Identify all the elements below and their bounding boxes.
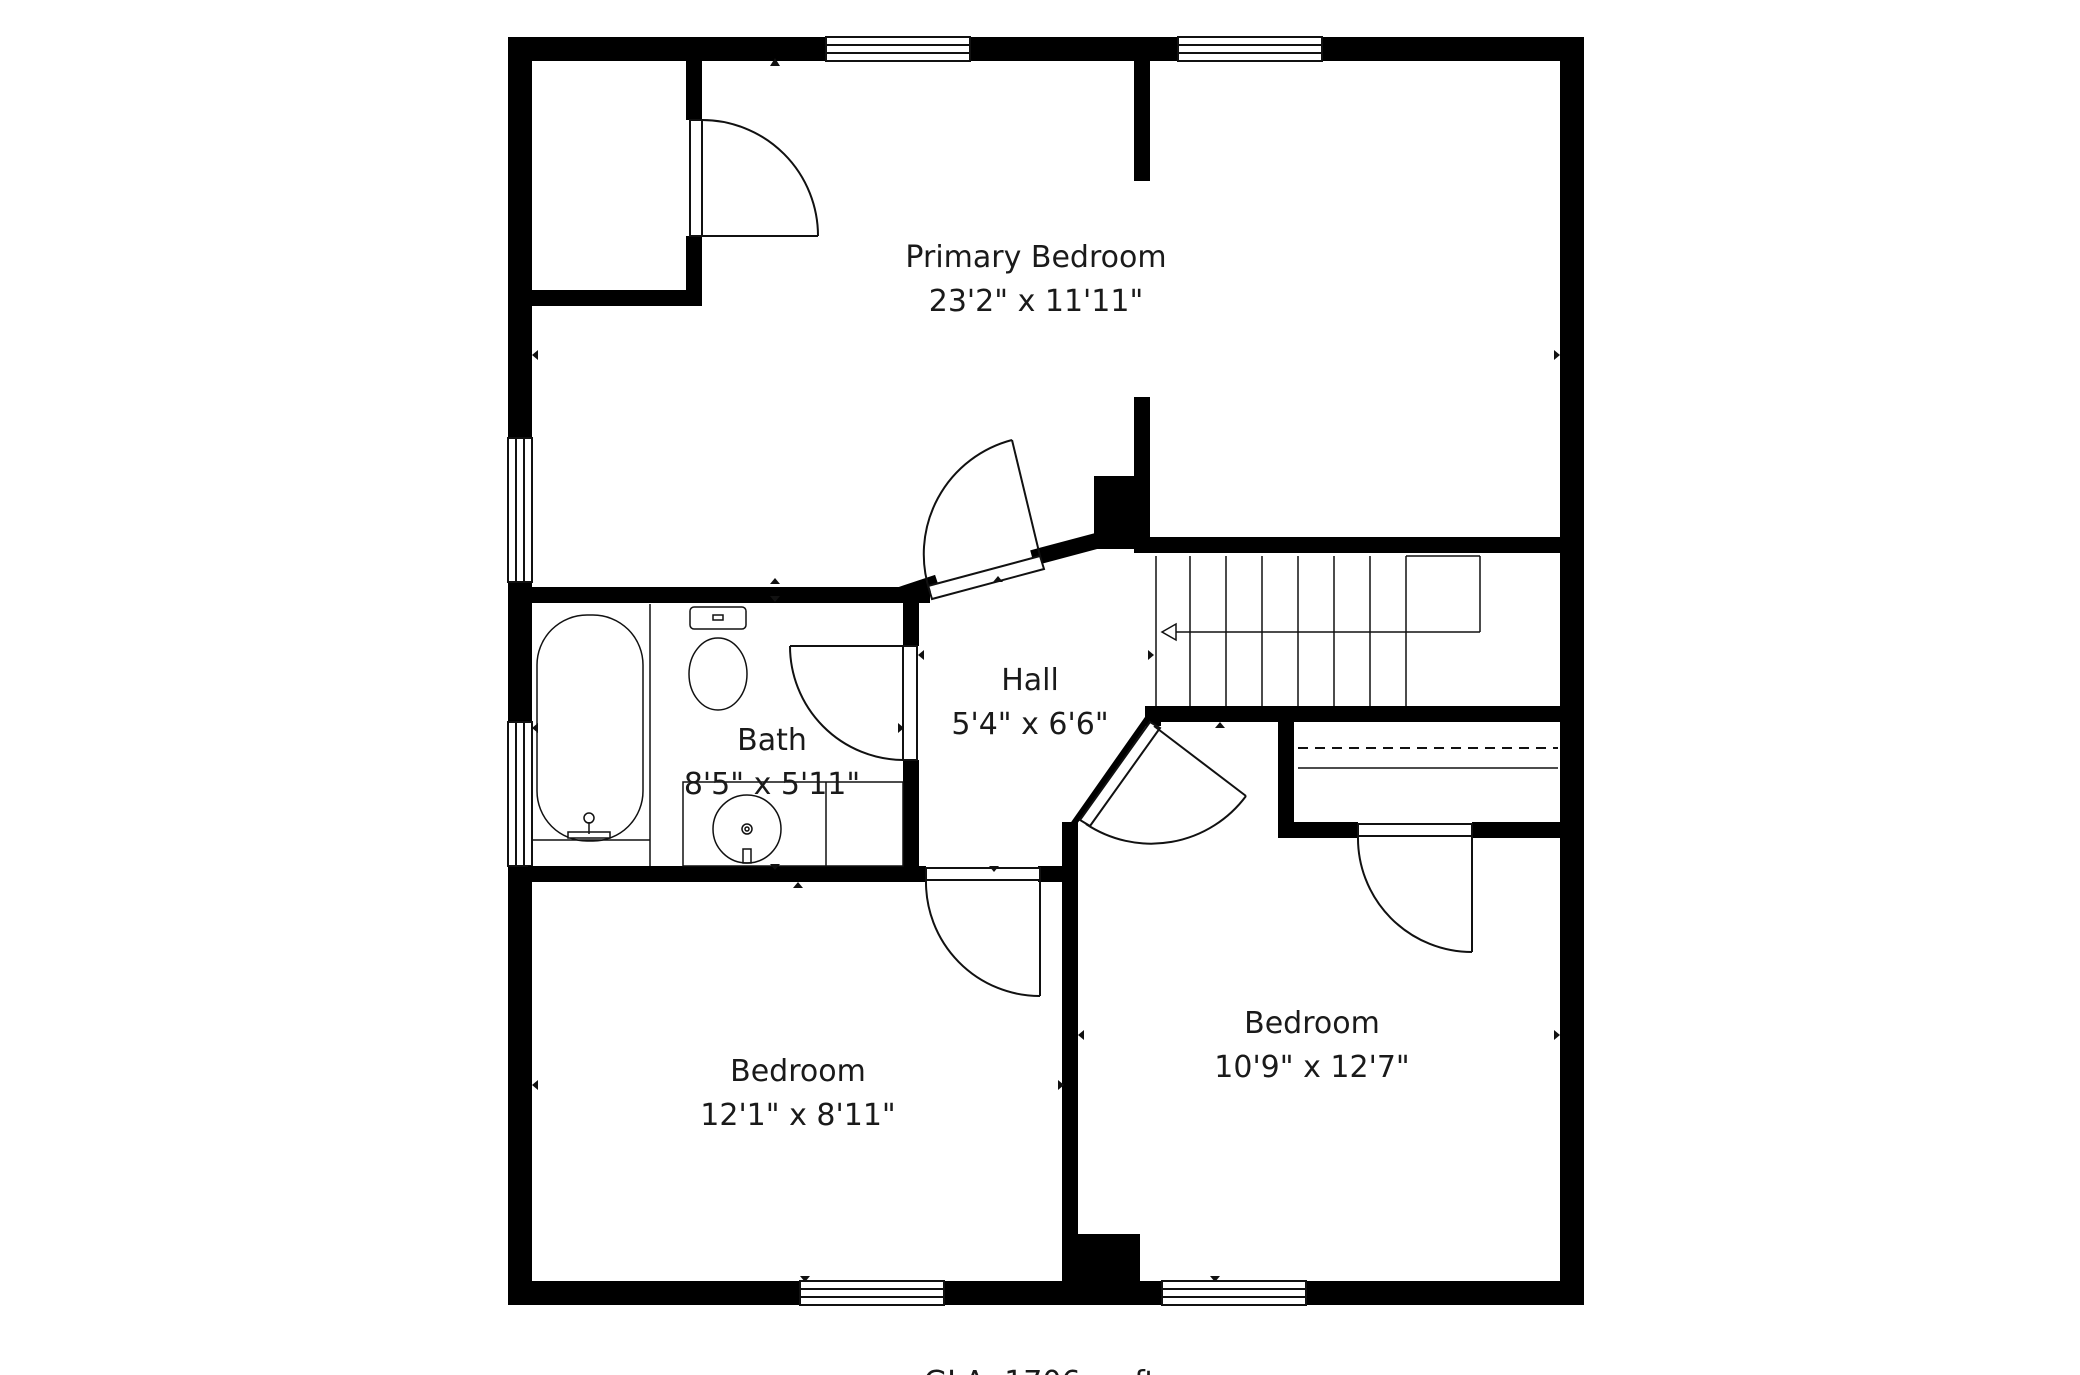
- room-name: Bedroom: [730, 1054, 866, 1089]
- window-top-left: [825, 36, 971, 62]
- window-top-right: [1177, 36, 1323, 62]
- interior-walls: [528, 56, 1575, 1294]
- dimension-markers: [532, 58, 1560, 1282]
- room-size: 23'2" x 11'11": [929, 284, 1144, 319]
- room-label-bath: Bath 8'5" x 5'11": [684, 723, 860, 802]
- room-label-hall: Hall 5'4" x 6'6": [951, 663, 1108, 742]
- primary-bedroom-door: [922, 439, 1046, 601]
- room-name: Hall: [1001, 663, 1059, 698]
- bedroom-right-door: [1078, 720, 1247, 845]
- angled-walls: [895, 530, 1155, 831]
- exterior-walls: [508, 37, 1584, 1305]
- closet-door-top-left: [689, 119, 819, 237]
- window-bottom-left: [799, 1280, 945, 1306]
- doors: [689, 119, 1473, 997]
- stairs-arrow-icon: [1160, 622, 1177, 642]
- stairs: [1155, 553, 1560, 706]
- room-name: Bedroom: [1244, 1006, 1380, 1041]
- room-name: Primary Bedroom: [905, 240, 1166, 275]
- vanity-icon: [682, 781, 904, 867]
- gross-area-label: GLA: 1706 sq ft: [924, 1365, 1156, 1375]
- bathtub-icon: [532, 604, 651, 866]
- toilet-icon: [688, 606, 748, 711]
- room-size: 5'4" x 6'6": [951, 707, 1108, 742]
- room-size: 8'5" x 5'11": [684, 767, 860, 802]
- bath-fixtures: [532, 604, 904, 867]
- window-left-upper: [507, 437, 533, 583]
- room-label-bedroom-left: Bedroom 12'1" x 8'11": [700, 1054, 895, 1133]
- room-size: 12'1" x 8'11": [700, 1098, 895, 1133]
- bath-door: [789, 645, 918, 761]
- room-label-primary-bedroom: Primary Bedroom 23'2" x 11'11": [905, 240, 1166, 319]
- room-size: 10'9" x 12'7": [1214, 1050, 1409, 1085]
- windows: [507, 36, 1323, 1306]
- window-left-lower: [507, 721, 533, 867]
- bedroom-left-door: [924, 867, 1041, 997]
- closet-shelf: [1298, 747, 1558, 769]
- room-label-bedroom-right: Bedroom 10'9" x 12'7": [1214, 1006, 1409, 1085]
- room-name: Bath: [737, 723, 807, 758]
- window-bottom-right: [1161, 1280, 1307, 1306]
- closet-door-right: [1356, 823, 1473, 953]
